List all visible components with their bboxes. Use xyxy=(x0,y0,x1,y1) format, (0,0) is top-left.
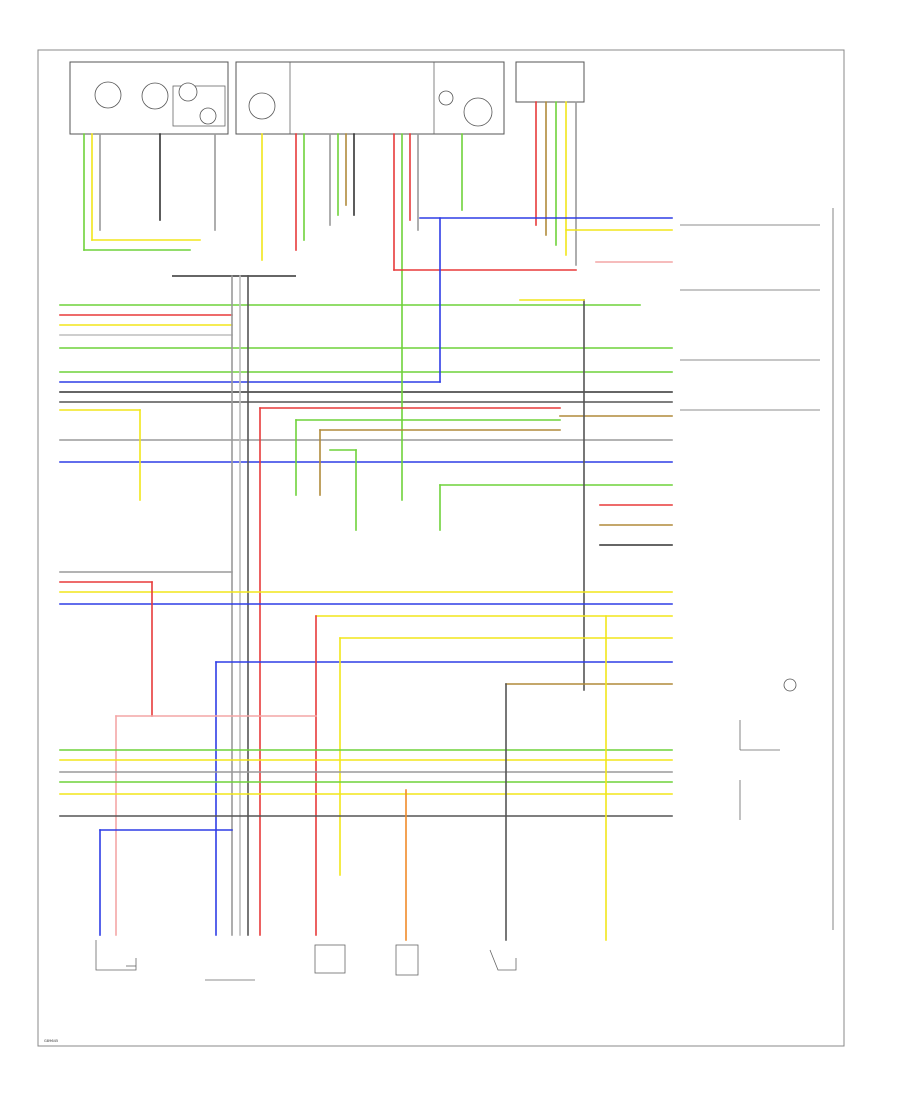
gauge-icon xyxy=(463,97,493,127)
sensor-icon xyxy=(783,678,797,692)
right-connector-block xyxy=(680,208,834,930)
switch-icon xyxy=(489,949,517,971)
gauge-icon xyxy=(248,92,276,120)
instrument-cluster-left xyxy=(69,61,229,135)
diagram-border xyxy=(37,49,845,1047)
instrument-cluster-center xyxy=(235,61,505,135)
gauge-icon xyxy=(141,82,169,110)
middle-harness xyxy=(139,275,673,936)
gauge-icon xyxy=(178,82,198,102)
gauge-icon xyxy=(94,81,122,109)
gauge-icon xyxy=(438,90,454,106)
gauge-icon xyxy=(199,107,217,125)
left-wire-bus xyxy=(59,304,673,463)
connector-top-right xyxy=(515,61,585,103)
lower-wire-bus xyxy=(59,571,673,941)
footer-code: G89645 xyxy=(44,1039,58,1043)
cluster-harness xyxy=(83,101,673,501)
bottom-components xyxy=(95,940,517,981)
